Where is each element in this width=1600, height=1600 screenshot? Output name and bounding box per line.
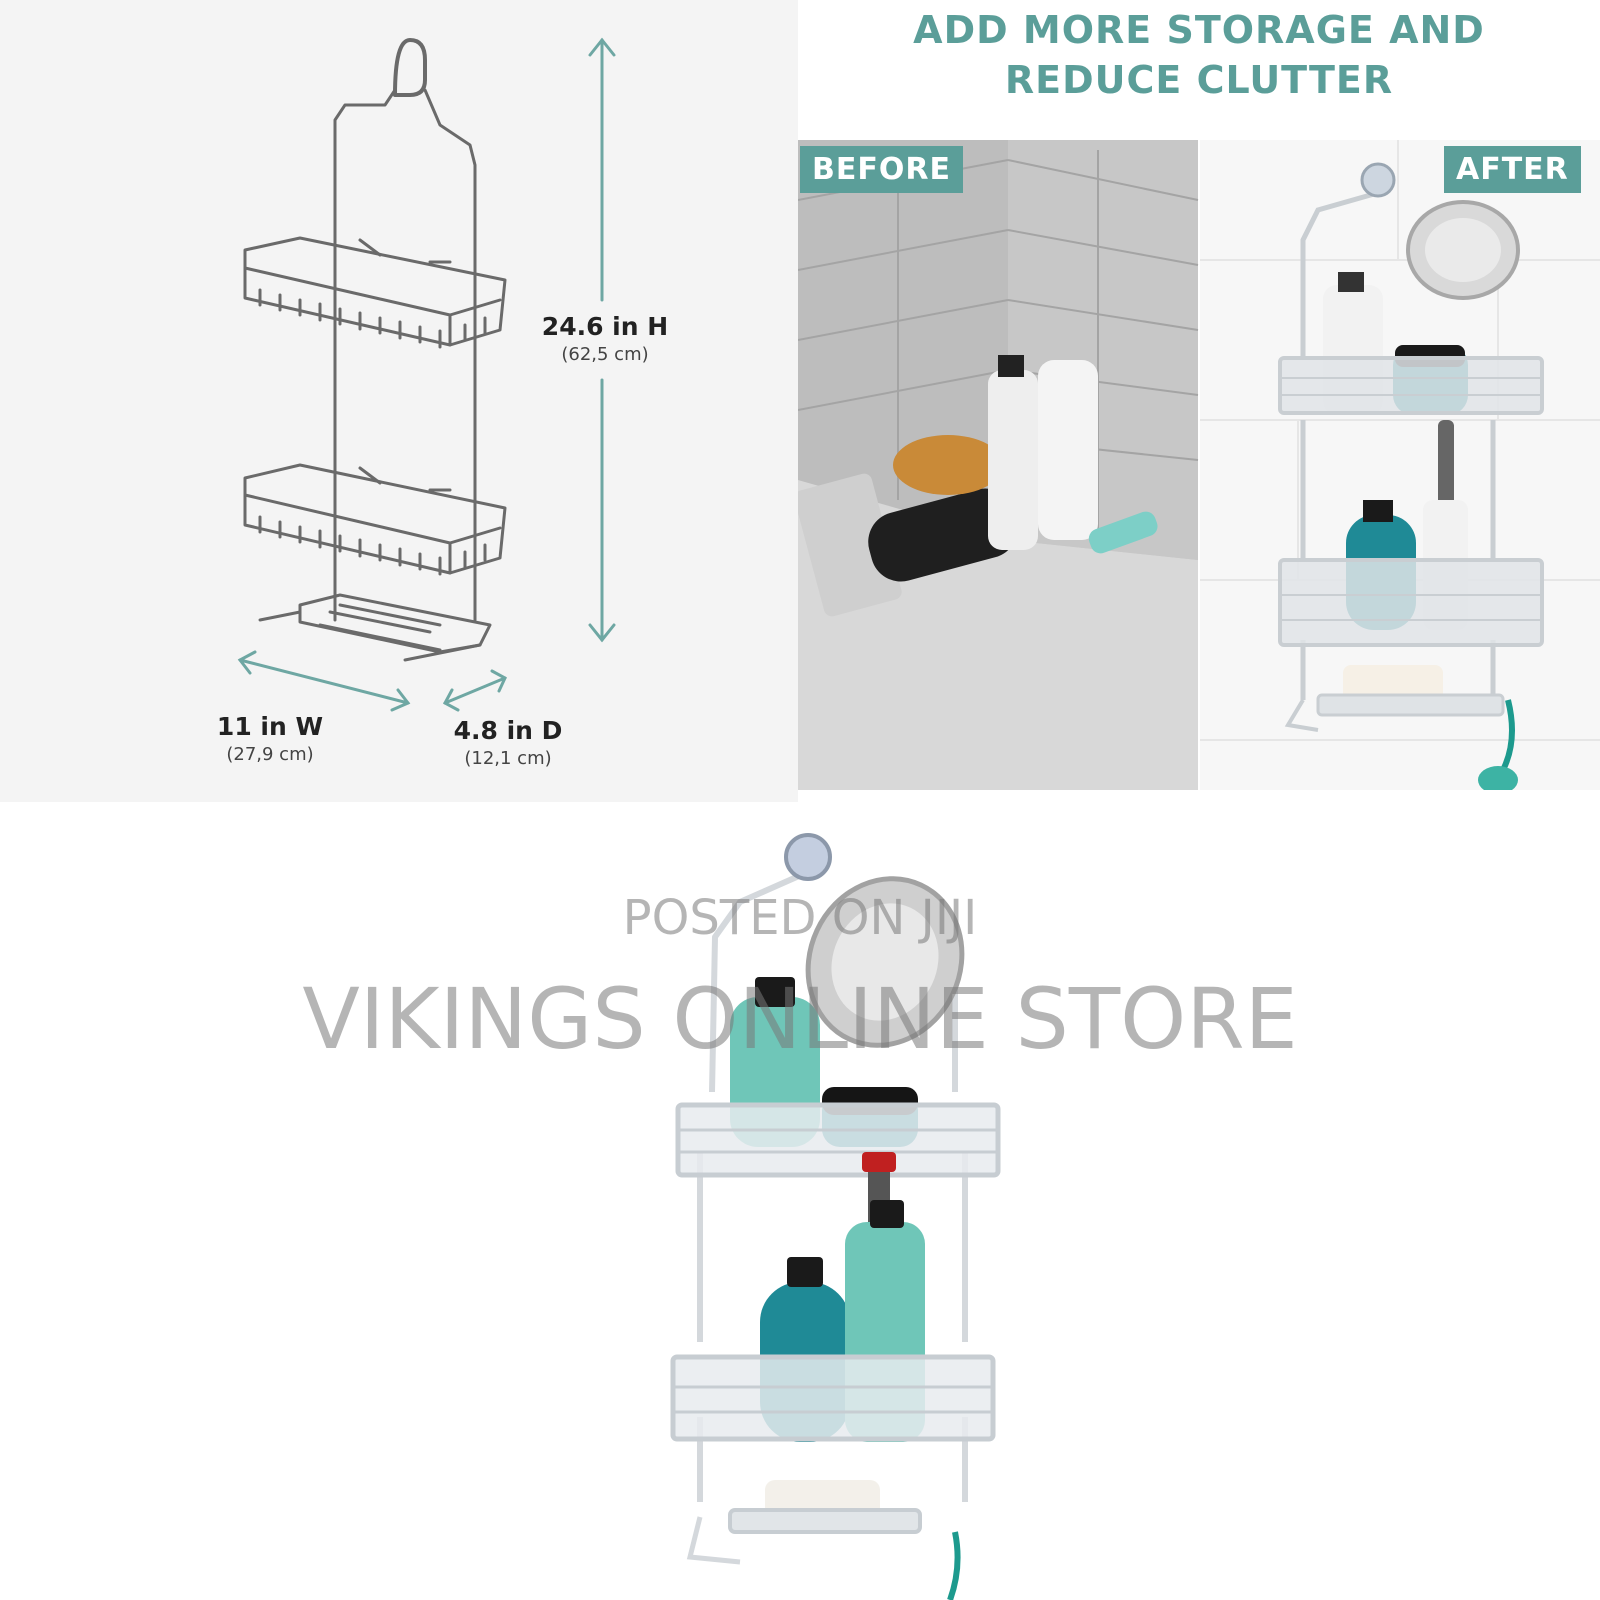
- height-label: 24.6 in H: [541, 312, 669, 341]
- after-tag: AFTER: [1444, 146, 1581, 193]
- before-photo: [798, 140, 1199, 790]
- width-metric: (27,9 cm): [226, 744, 314, 765]
- depth-metric: (12,1 cm): [464, 748, 552, 769]
- width-label: 11 in W: [216, 712, 324, 741]
- depth-label: 4.8 in D: [453, 716, 563, 745]
- before-after-panel: ADD MORE STORAGE AND REDUCE CLUTTER: [798, 0, 1600, 790]
- dimensions-panel: 24.6 in H (62,5 cm) 11 in W (27,9 cm) 4.…: [0, 0, 798, 802]
- headline-line-1: ADD MORE STORAGE AND: [913, 8, 1485, 52]
- headline-line-2: REDUCE CLUTTER: [1004, 58, 1394, 102]
- before-after-photos: [798, 140, 1600, 790]
- before-tag: BEFORE: [800, 146, 963, 193]
- after-photo: [1200, 140, 1600, 790]
- caddy-line-drawing: [237, 37, 616, 712]
- product-photo-panel: POSTED ON JIJI VIKINGS ONLINE STORE: [0, 802, 1600, 1600]
- height-metric: (62,5 cm): [561, 344, 649, 365]
- shower-caddy-photo: [670, 833, 1001, 1600]
